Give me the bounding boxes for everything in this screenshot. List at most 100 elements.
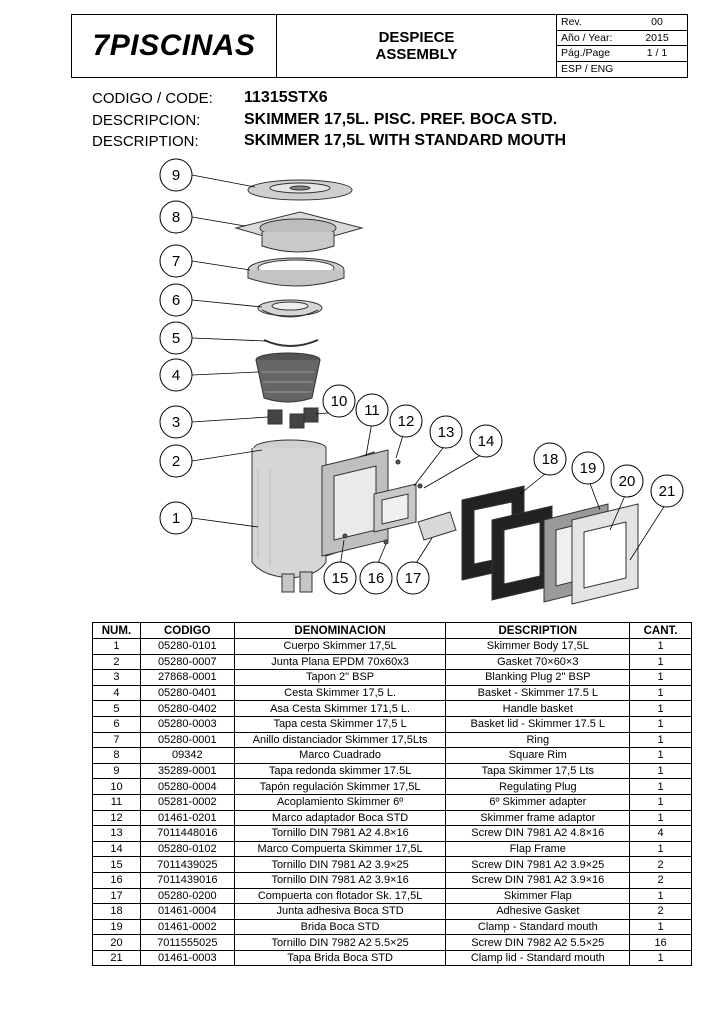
cell-code: 05280-0102 (139, 840, 235, 858)
column-header-description: DESCRIPTION (445, 622, 631, 639)
cell-code: 05281-0002 (139, 793, 235, 811)
cell-num: 21 (92, 949, 141, 967)
revision-box: Rev. 00 Año / Year: 2015 Pág./Page 1 / 1… (557, 15, 687, 77)
cell-code: 27868-0001 (139, 669, 235, 686)
cell-num: 8 (92, 747, 141, 764)
cell-num: 13 (92, 825, 141, 842)
part-ring-drawing (247, 257, 345, 287)
cell-description: Tapa Skimmer 17,5 Lts (445, 762, 631, 780)
cell-description: Gasket 70×60×3 (445, 653, 631, 671)
cell-denomination: Tornillo DIN 7982 A2 5.5×25 (233, 934, 447, 951)
cell-denomination: Brida Boca STD (233, 918, 447, 936)
callout-circle (322, 384, 356, 418)
callout-number: 11 (364, 402, 380, 419)
column-header-denomination: DENOMINACION (233, 622, 447, 639)
callout-number: 17 (405, 570, 422, 587)
cell-code: 05280-0402 (139, 700, 235, 717)
cell-denomination: Junta Plana EPDM 70x60x3 (233, 653, 447, 671)
parts-list-table: NUM. CODIGO DENOMINACION DESCRIPTION CAN… (92, 622, 692, 967)
cell-quantity: 1 (629, 653, 692, 671)
cell-num: 12 (92, 809, 141, 827)
callout-circle (159, 200, 193, 234)
cell-quantity: 1 (629, 778, 692, 795)
cell-quantity: 1 (629, 700, 692, 717)
cell-code: 35289-0001 (139, 762, 235, 780)
callout-circle (159, 283, 193, 317)
cell-quantity: 2 (629, 871, 692, 889)
desc-es-value: SKIMMER 17,5L. PISC. PREF. BOCA STD. (244, 111, 558, 128)
cell-description: Basket lid - Skimmer 17.5 L (445, 715, 631, 733)
cell-quantity: 2 (629, 856, 692, 873)
callout-number: 12 (398, 413, 415, 430)
cell-denomination: Compuerta con flotador Sk. 17,5L (233, 887, 447, 905)
cell-num: 20 (92, 934, 141, 951)
cell-num: 18 (92, 903, 141, 920)
cell-denomination: Marco adaptador Boca STD (233, 809, 447, 827)
cell-quantity: 4 (629, 825, 692, 842)
cell-description: Ring (445, 731, 631, 749)
cell-code: 01461-0002 (139, 918, 235, 936)
title-block: 7PISCINAS DESPIECE ASSEMBLY Rev. 00 Año … (71, 14, 688, 78)
year-value: 2015 (623, 31, 687, 46)
callout-circle (159, 501, 193, 535)
cell-code: 05280-0001 (139, 731, 235, 749)
callout-circle (359, 561, 393, 595)
callout-number: 13 (438, 424, 455, 441)
cell-description: Handle basket (445, 700, 631, 717)
cell-quantity: 1 (629, 840, 692, 858)
column-header-num: NUM. (92, 622, 141, 639)
cell-description: Skimmer Body 17,5L (445, 638, 631, 655)
cell-description: Regulating Plug (445, 778, 631, 795)
cell-num: 4 (92, 684, 141, 702)
cell-code: 01461-0003 (139, 949, 235, 967)
cell-num: 6 (92, 715, 141, 733)
cell-description: Screw DIN 7982 A2 5.5×25 (445, 934, 631, 951)
cell-denomination: Acoplamiento Skimmer 6º (233, 793, 447, 811)
part-clamp-lid-drawing (571, 503, 639, 605)
cell-description: Square Rim (445, 747, 631, 764)
cell-description: Screw DIN 7981 A2 3.9×25 (445, 856, 631, 873)
callout-circle (159, 321, 193, 355)
desc-en-value: SKIMMER 17,5L WITH STANDARD MOUTH (244, 132, 567, 149)
cell-denomination: Tapón regulación Skimmer 17,5L (233, 778, 447, 795)
cell-code: 01461-0004 (139, 903, 235, 920)
company-logo: 7PISCINAS (72, 15, 277, 77)
cell-num: 14 (92, 840, 141, 858)
cell-denomination: Tapon 2" BSP (233, 669, 447, 686)
desc-en-label: DESCRIPTION: (92, 133, 199, 150)
cell-num: 9 (92, 762, 141, 780)
cell-description: Skimmer frame adaptor (445, 809, 631, 827)
callout-number: 5 (172, 330, 180, 347)
cell-num: 19 (92, 918, 141, 936)
document-title: DESPIECE ASSEMBLY (277, 15, 557, 77)
cell-quantity: 1 (629, 762, 692, 780)
cell-num: 17 (92, 887, 141, 905)
cell-num: 10 (92, 778, 141, 795)
part-flap-drawing (417, 511, 457, 541)
part-flap-frame-drawing (373, 483, 417, 533)
callout-circle (533, 442, 567, 476)
part-gasket-drawing (461, 485, 553, 601)
cell-description: Basket - Skimmer 17.5 L (445, 684, 631, 702)
callout-circle (610, 464, 644, 498)
rev-label: Rev. (557, 15, 623, 31)
title-line-2: ASSEMBLY (375, 46, 458, 63)
cell-denomination: Anillo distanciador Skimmer 17,5Lts (233, 731, 447, 749)
table-header-row: NUM. CODIGO DENOMINACION DESCRIPTION CAN… (92, 622, 692, 639)
callout-circle (159, 158, 193, 192)
